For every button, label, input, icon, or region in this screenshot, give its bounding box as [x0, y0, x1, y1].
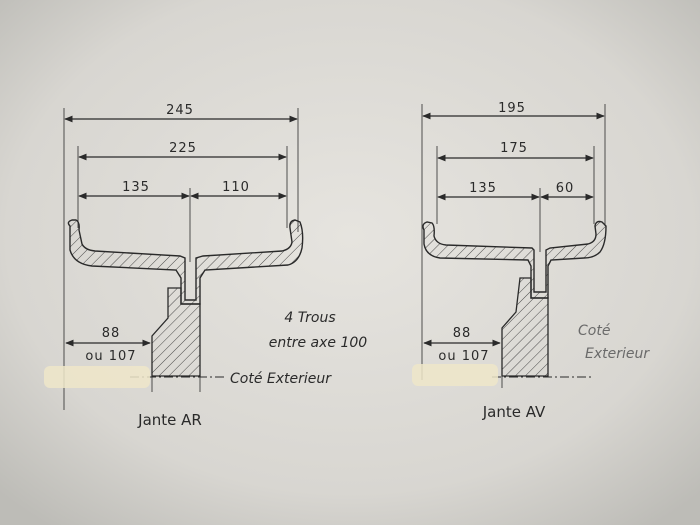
right-offset-value: 88: [453, 326, 472, 341]
left-dim-overall: 245: [166, 103, 194, 118]
right-caption: Jante AV: [482, 403, 546, 421]
right-dim-center-left: 135: [469, 181, 497, 196]
left-wheel-drawing: [63, 108, 304, 410]
right-rim-profile: [422, 220, 607, 299]
right-highlight-strip: [412, 364, 498, 386]
right-side-label-line2: Exterieur: [585, 346, 650, 362]
left-offset-alt: ou 107: [85, 349, 136, 364]
left-rim-profile: [67, 219, 304, 305]
right-wheel-drawing: [421, 104, 607, 388]
right-dim-inner: 175: [500, 141, 528, 156]
left-dim-center-right: 110: [222, 180, 250, 195]
right-dim-overall: 195: [498, 101, 526, 116]
note-bolt-circle: entre axe 100: [269, 335, 368, 351]
left-offset-value: 88: [102, 326, 121, 341]
left-highlight-strip: [44, 366, 150, 388]
right-dim-center-right: 60: [556, 181, 575, 196]
left-dim-inner: 225: [169, 141, 197, 156]
note-holes: 4 Trous: [284, 310, 335, 326]
right-offset-alt: ou 107: [438, 349, 489, 364]
left-dim-center-left: 135: [122, 180, 150, 195]
left-side-label: Coté Exterieur: [230, 371, 332, 387]
left-caption: Jante AR: [137, 411, 202, 429]
right-side-label-line1: Coté: [578, 323, 611, 339]
right-hub: [501, 277, 549, 377]
